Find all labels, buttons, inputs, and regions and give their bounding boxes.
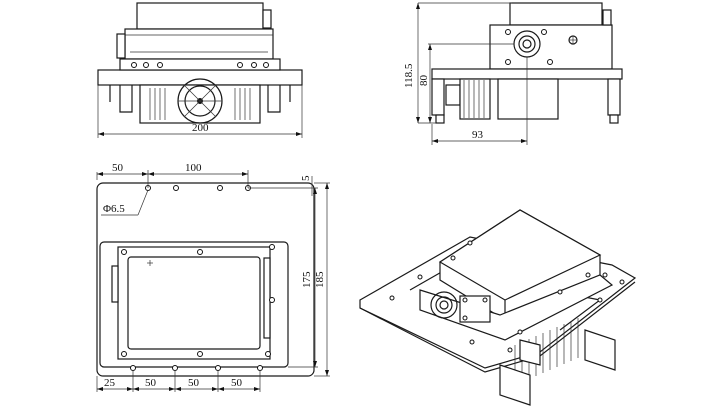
dim-side-height-total: 118.5 bbox=[403, 63, 415, 88]
dim-top-offset: 50 bbox=[112, 162, 124, 174]
isometric-view bbox=[359, 209, 637, 406]
dim-bottom-offset: 25 bbox=[104, 377, 116, 389]
dim-bottom-spacing-1: 50 bbox=[145, 377, 157, 389]
dim-side-depth: 93 bbox=[472, 129, 484, 141]
dim-top-spacing: 100 bbox=[185, 162, 202, 174]
dim-bottom-spacing-3: 50 bbox=[231, 377, 243, 389]
dim-hole-diameter: Φ6.5 bbox=[103, 203, 125, 215]
dim-side-height-mount: 80 bbox=[418, 75, 430, 87]
top-view: 50 100 Φ6.5 5 175 185 25 50 50 50 bbox=[96, 162, 330, 392]
dim-bottom-spacing-2: 50 bbox=[188, 377, 200, 389]
dim-top-margin: 5 bbox=[300, 175, 312, 181]
dim-height-185: 185 bbox=[314, 271, 326, 288]
side-view: 118.5 80 93 bbox=[403, 2, 623, 145]
front-view: 200 bbox=[97, 2, 303, 138]
dim-front-width: 200 bbox=[192, 122, 209, 134]
dim-height-175: 175 bbox=[301, 271, 313, 288]
